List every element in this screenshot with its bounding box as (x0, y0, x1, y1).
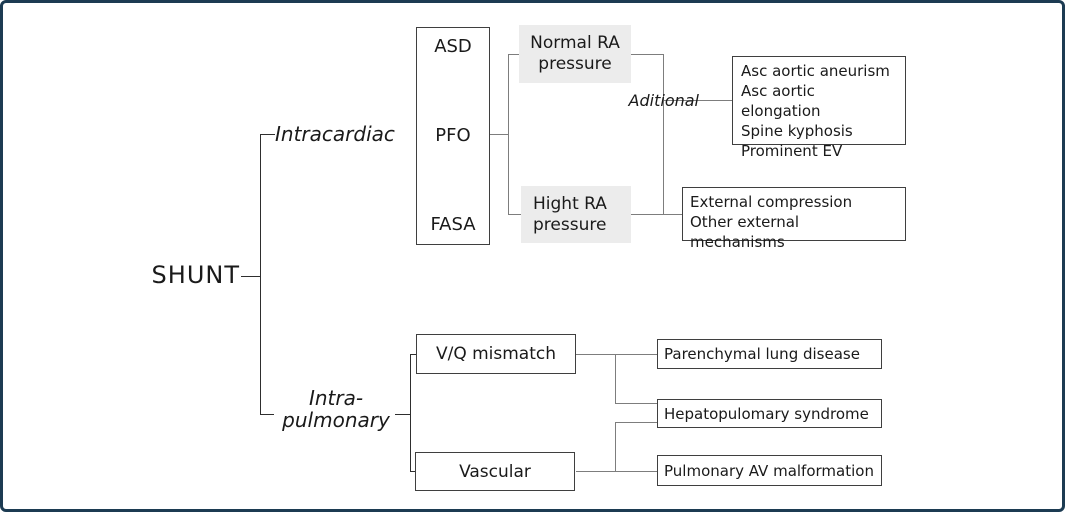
hepatopulomary-syndrome-box: Hepatopulomary syndrome (657, 399, 882, 428)
connector-aditional-line (663, 100, 732, 101)
connector-vascular-right (576, 471, 657, 472)
connector-vq-right (576, 354, 657, 355)
connector-ra-vertical (508, 54, 509, 215)
connector-vq-down (615, 354, 616, 403)
connector-shunt-dash (241, 276, 261, 277)
aditional-label: Aditional (628, 91, 699, 110)
hight-ra-pressure-box: Hight RA pressure (521, 186, 631, 243)
hight-ra-line1: Hight RA (533, 193, 607, 214)
root-label-shunt: SHUNT (151, 261, 240, 289)
connector-pfo-right (490, 134, 508, 135)
hight-ra-line2: pressure (533, 214, 607, 235)
connector-aditional-vertical (663, 54, 664, 215)
types-box-item-pfo: PFO (435, 125, 471, 146)
aditional-item-prominent-ev: Prominent EV (741, 142, 843, 160)
connector-tick-intrapulmonary (260, 414, 274, 415)
aditional-item-kyphosis: Spine kyphosis (741, 122, 853, 140)
external-item-compression: External compression (690, 193, 853, 211)
pulmonary-av-malformation-box: Pulmonary AV malformation (657, 455, 882, 486)
connector-tick-normal-ra (508, 54, 520, 55)
branch-label-intracardiac: Intracardiac (275, 122, 395, 146)
normal-ra-pressure-box: Normal RA pressure (519, 25, 631, 83)
parenchymal-lung-disease-box: Parenchymal lung disease (657, 339, 882, 369)
vq-mismatch-box: V/Q mismatch (416, 334, 576, 374)
connector-vascular-up (615, 422, 616, 471)
external-mechanisms-box: External compression Other external mech… (682, 187, 906, 251)
connector-intrapulmonary-right-tick (395, 414, 410, 415)
external-item-other: Other external mechanisms (690, 213, 800, 251)
branch-label-intrapulmonary-line1: Intra- (308, 386, 364, 410)
normal-ra-line1: Normal RA (530, 33, 620, 53)
normal-ra-line2: pressure (538, 54, 612, 74)
connector-tick-intracardiac (260, 134, 275, 135)
types-box: ASD PFO FASA (416, 27, 490, 245)
connector-tick-vq (410, 354, 417, 355)
branch-label-intrapulmonary: Intra- pulmonary (273, 387, 399, 431)
connector-tick-vascular (410, 471, 417, 472)
connector-tick-hight-ra (508, 214, 521, 215)
types-box-item-asd: ASD (434, 36, 472, 57)
types-box-item-fasa: FASA (430, 214, 476, 235)
aditional-item-elongation: Asc aortic elongation (741, 82, 821, 120)
connector-intrapulmonary-vertical (410, 354, 411, 472)
aditional-findings-box: Asc aortic aneurism Asc aortic elongatio… (732, 56, 906, 160)
branch-label-intrapulmonary-line2: pulmonary (282, 408, 390, 432)
connector-hight-ra-external (631, 214, 682, 215)
connector-main-vertical (260, 134, 261, 415)
vascular-box: Vascular (415, 452, 575, 491)
connector-hepato-top (615, 403, 657, 404)
connector-hepato-bottom (615, 422, 657, 423)
connector-normal-ra-right (631, 54, 663, 55)
aditional-item-aneurism: Asc aortic aneurism (741, 62, 890, 80)
